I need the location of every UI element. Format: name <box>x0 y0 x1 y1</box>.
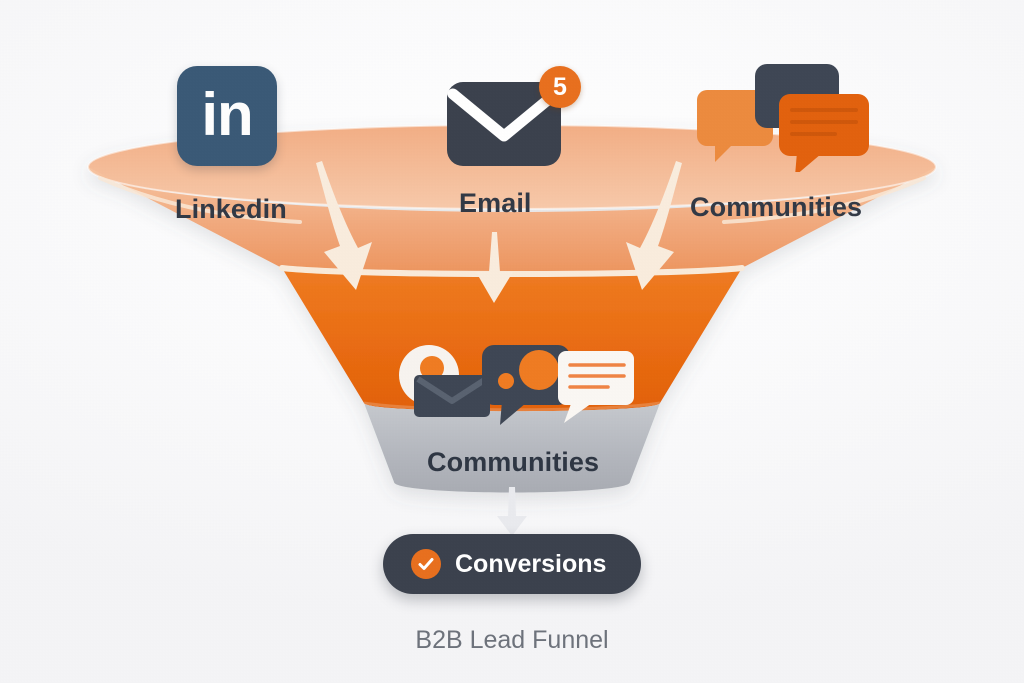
source-label-linkedin: Linkedin <box>175 194 287 224</box>
arrow-center-icon <box>476 232 513 303</box>
source-label-email: Email <box>459 188 532 218</box>
envelope-icon[interactable]: 5 <box>443 66 581 174</box>
stage-label-communities: Communities <box>427 447 600 477</box>
linkedin-icon[interactable]: in <box>177 66 277 166</box>
check-circle-icon <box>411 549 441 579</box>
engagement-cluster-icon[interactable] <box>398 343 638 428</box>
envelope-glyph <box>447 82 561 166</box>
conversions-badge[interactable]: Conversions <box>383 534 641 594</box>
speech-bubbles-glyph <box>697 64 869 176</box>
arrow-outflow-icon <box>497 487 527 536</box>
diagram-caption: B2B Lead Funnel <box>415 626 609 654</box>
linkedin-tile: in <box>177 66 277 166</box>
source-label-communities: Communities <box>690 192 863 222</box>
engagement-cluster-glyph <box>399 345 634 425</box>
speech-bubbles-icon[interactable] <box>695 62 870 176</box>
check-glyph <box>418 558 434 570</box>
arrow-right-icon <box>626 161 682 290</box>
email-unread-badge: 5 <box>539 66 581 108</box>
arrow-left-icon <box>316 161 372 290</box>
linkedin-wordmark: in <box>201 80 253 148</box>
conversions-label: Conversions <box>455 549 607 578</box>
